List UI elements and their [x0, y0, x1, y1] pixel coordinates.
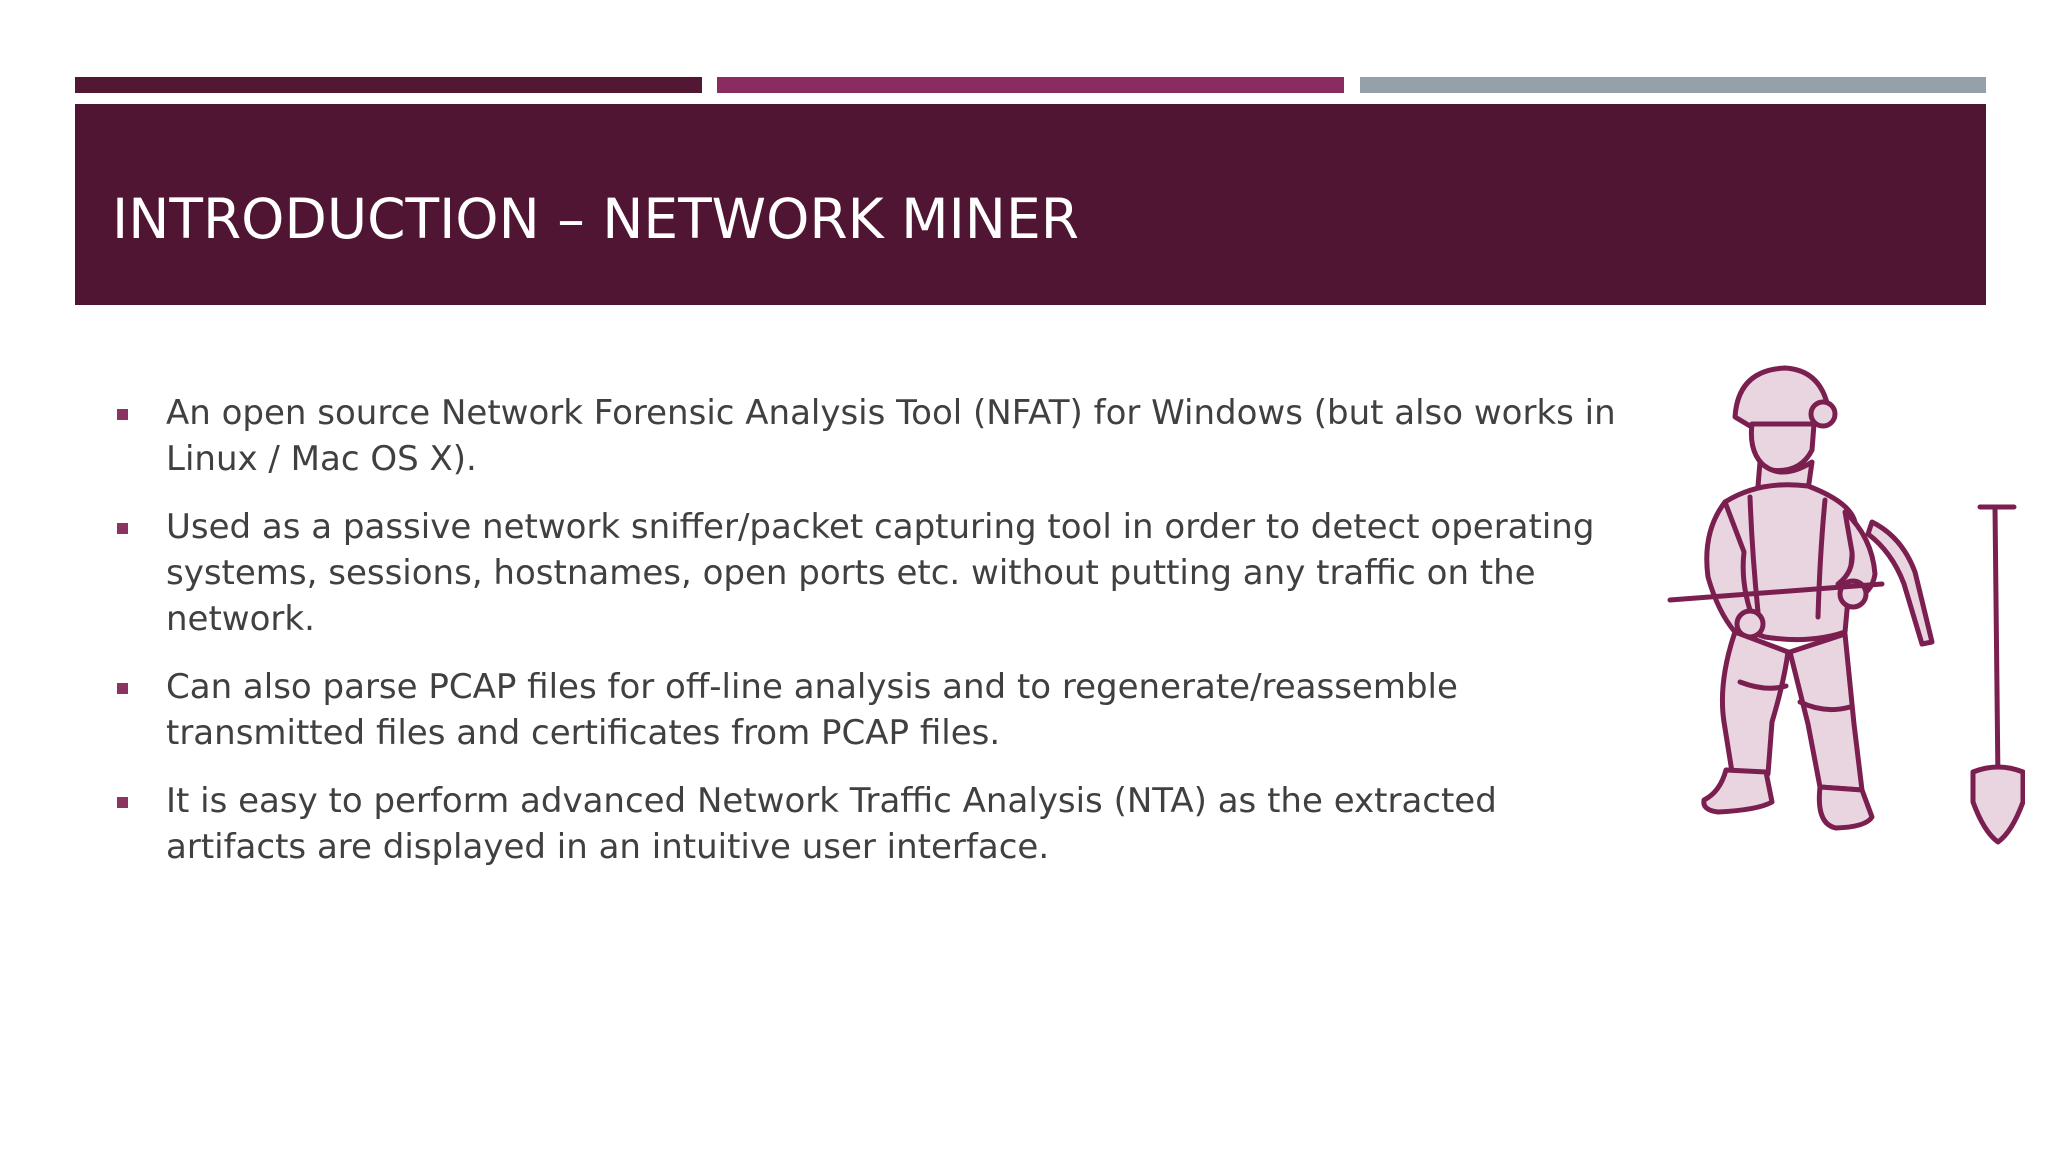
accent-bar-magenta [717, 77, 1344, 93]
bullet-list: An open source Network Forensic Analysis… [112, 390, 1642, 892]
bullet-text: It is easy to perform advanced Network T… [166, 781, 1497, 867]
miner-with-pickaxe-and-shovel-icon [1667, 365, 2025, 845]
bullet-item: Used as a passive network sniffer/packet… [112, 504, 1642, 642]
square-bullet-icon [117, 683, 128, 694]
bullet-item: It is easy to perform advanced Network T… [112, 778, 1642, 870]
title-banner: INTRODUCTION – NETWORK MINER [75, 104, 1986, 305]
bullet-text: Used as a passive network sniffer/packet… [166, 507, 1595, 639]
bullet-text: Can also parse PCAP files for off-line a… [166, 667, 1458, 753]
accent-bar-dark [75, 77, 702, 93]
square-bullet-icon [117, 797, 128, 808]
slide-title: INTRODUCTION – NETWORK MINER [112, 187, 1079, 251]
bullet-item: Can also parse PCAP files for off-line a… [112, 664, 1642, 756]
square-bullet-icon [117, 409, 128, 420]
bullet-item: An open source Network Forensic Analysis… [112, 390, 1642, 482]
square-bullet-icon [117, 523, 128, 534]
bullet-text: An open source Network Forensic Analysis… [166, 393, 1616, 479]
accent-bar-gray [1360, 77, 1986, 93]
